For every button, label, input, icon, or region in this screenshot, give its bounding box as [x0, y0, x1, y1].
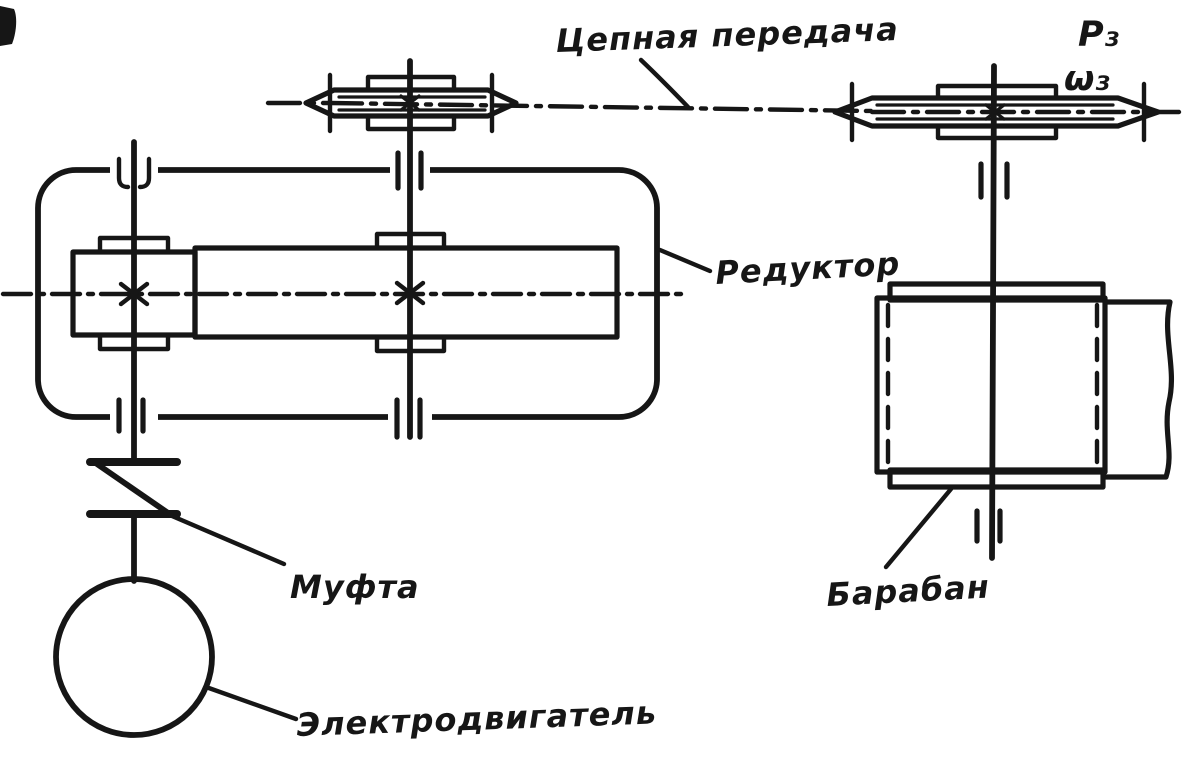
- drum-bearing-ticks-top: [978, 161, 1010, 200]
- bearing-ticks-center-bottom: [394, 397, 423, 440]
- small-sprocket-hub-bottom: [365, 113, 457, 132]
- large-sprocket-body: [832, 95, 1161, 129]
- reducer-leader: [657, 247, 713, 274]
- scan-artifact: [0, 6, 17, 46]
- chain-drive-label: Цепная передача: [555, 10, 899, 60]
- large-sprocket-hub-bottom: [935, 123, 1059, 141]
- small-sprocket-hub-top: [365, 74, 457, 93]
- coupling-label: Муфта: [290, 568, 420, 606]
- gear-block-long: [192, 245, 620, 340]
- reducer-label: Редуктор: [714, 244, 901, 292]
- coupling-symbol: [86, 458, 181, 584]
- coupling-leader: [169, 513, 287, 567]
- motor-label: Электродвигатель: [296, 693, 658, 744]
- reducer-housing: [35, 167, 660, 420]
- chain-centerline: [327, 100, 875, 114]
- shaft-seal-hook-right: [137, 156, 152, 190]
- bearing-ticks-center-top: [395, 150, 424, 191]
- large-sprocket-hub-top: [935, 83, 1059, 101]
- reducer-assembly: [35, 139, 660, 464]
- drum-assembly: [874, 161, 1174, 544]
- drum-shaft: [989, 63, 997, 561]
- drum-extension-break: [1102, 299, 1174, 480]
- small-sprocket-center-mark: [399, 94, 421, 112]
- bearing-ticks-left-bottom: [116, 397, 146, 434]
- motor-circle: [53, 576, 215, 738]
- motor-leader: [203, 684, 299, 722]
- drum-leader: [883, 486, 954, 570]
- chain-drive-leader: [638, 57, 691, 110]
- coupling-diagonal: [94, 461, 174, 518]
- drum-label: Барабан: [825, 567, 990, 614]
- small-sprocket: [303, 58, 519, 440]
- small-sprocket-body: [303, 87, 519, 119]
- power-p3-label: P₃: [1078, 15, 1119, 55]
- large-sprocket-center-mark: [984, 103, 1006, 121]
- axis-centerlines: [0, 100, 1189, 297]
- omega-3-label: ω₃: [1064, 59, 1110, 99]
- drum-bearing-ticks-bottom: [974, 508, 1003, 544]
- large-sprocket: [832, 63, 1161, 561]
- shaft-seal-hook-left: [116, 156, 131, 190]
- leader-lines: [169, 57, 954, 722]
- drum-body: [874, 295, 1108, 475]
